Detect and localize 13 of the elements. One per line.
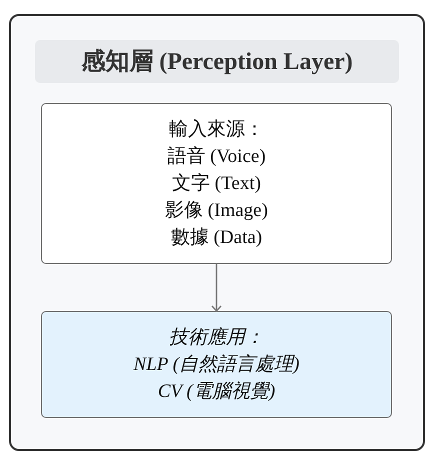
list-item: NLP (自然語言處理) [134, 353, 300, 377]
list-item: 語音 (Voice) [167, 145, 266, 169]
heading-text: 感知層 (Perception Layer) [81, 48, 353, 76]
list-heading: 技術應用： [169, 326, 264, 350]
arrow [211, 264, 222, 312]
info-box [41, 311, 392, 418]
list-heading: 輸入來源： [169, 118, 264, 142]
list-item: 文字 (Text) [172, 172, 261, 196]
info-box [41, 103, 392, 264]
panel-frame [9, 14, 425, 451]
list-item: 影像 (Image) [165, 199, 268, 223]
list-item: CV (電腦視覺) [158, 380, 276, 404]
list-item: 數據 (Data) [170, 226, 262, 250]
